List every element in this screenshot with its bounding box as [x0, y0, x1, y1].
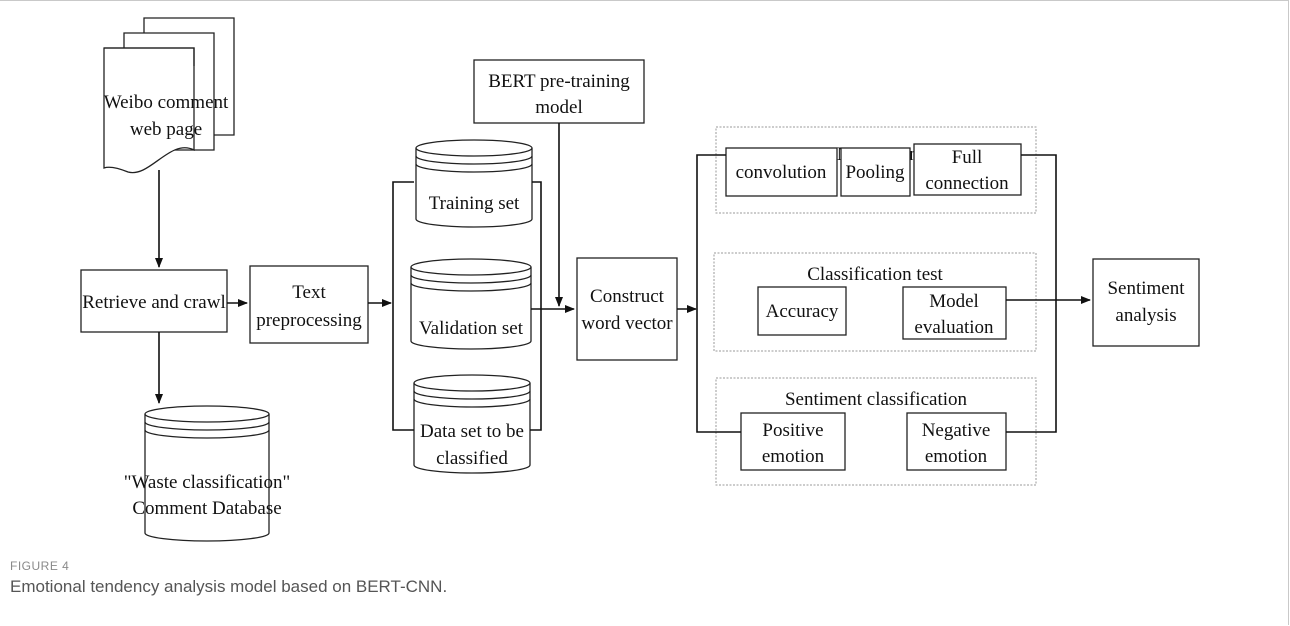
bert-label-1: BERT pre-training — [488, 71, 630, 92]
negative-emotion-label-1: Negative — [922, 420, 991, 441]
full-connection-label-2: connection — [925, 173, 1009, 194]
flow-diagram: Weibo comment web page Retrieve and craw… — [80, 17, 1200, 542]
convolution-box — [725, 147, 838, 197]
text-preprocessing-box — [249, 265, 369, 344]
bert-label-2: model — [535, 97, 583, 118]
positive-emotion-box — [740, 412, 846, 471]
sentiment-analysis-box — [1092, 258, 1200, 347]
validation-set-cylinder — [410, 258, 532, 350]
full-connection-box — [913, 143, 1022, 196]
weibo-page-label-1: Weibo comment — [104, 92, 229, 113]
bert-box — [473, 59, 645, 124]
weibo-page-label-2: web page — [130, 119, 202, 140]
construct-label-1: Construct — [590, 286, 665, 307]
training-set-label: Training set — [429, 193, 520, 214]
positive-emotion-label-1: Positive — [762, 420, 823, 441]
classification-test-group — [713, 252, 1037, 352]
sentiment-analysis-label-2: analysis — [1115, 305, 1176, 326]
retrieve-label: Retrieve and crawl — [82, 292, 225, 313]
text-pre-label-2: preprocessing — [256, 310, 362, 331]
text-pre-label-1: Text — [292, 282, 326, 303]
negative-emotion-label-2: emotion — [925, 446, 988, 467]
pooling-box — [840, 147, 911, 197]
model-evaluation-label-1: Model — [929, 291, 979, 312]
training-set-cylinder — [415, 139, 533, 228]
positive-emotion-label-2: emotion — [762, 446, 825, 467]
sentiment-analysis-label-1: Sentiment — [1107, 278, 1185, 299]
negative-emotion-box — [906, 412, 1007, 471]
dataset-classified-label-1: Data set to be — [420, 421, 524, 442]
figure-label: FIGURE 4 — [10, 559, 70, 573]
database-label-1: "Waste classification" — [124, 472, 290, 493]
classification-test-title: Classification test — [807, 264, 943, 285]
database-label-2: Comment Database — [132, 498, 281, 519]
accuracy-label: Accuracy — [766, 301, 839, 322]
dataset-classified-label-2: classified — [436, 448, 508, 469]
construct-label-2: word vector — [581, 313, 673, 334]
sentiment-classification-title: Sentiment classification — [785, 389, 968, 410]
model-evaluation-box — [902, 286, 1007, 340]
pooling-label: Pooling — [845, 162, 905, 183]
convolution-label: convolution — [736, 162, 827, 183]
comment-database — [144, 405, 270, 542]
figure-caption: Emotional tendency analysis model based … — [10, 577, 448, 596]
validation-set-label: Validation set — [419, 318, 524, 339]
retrieve-box — [80, 269, 228, 333]
dataset-classified-cylinder — [413, 374, 531, 474]
construct-box — [576, 257, 678, 361]
model-evaluation-label-2: evaluation — [914, 317, 994, 338]
full-connection-label-1: Full — [952, 147, 983, 168]
connectors — [155, 123, 1091, 433]
accuracy-box — [757, 286, 847, 336]
